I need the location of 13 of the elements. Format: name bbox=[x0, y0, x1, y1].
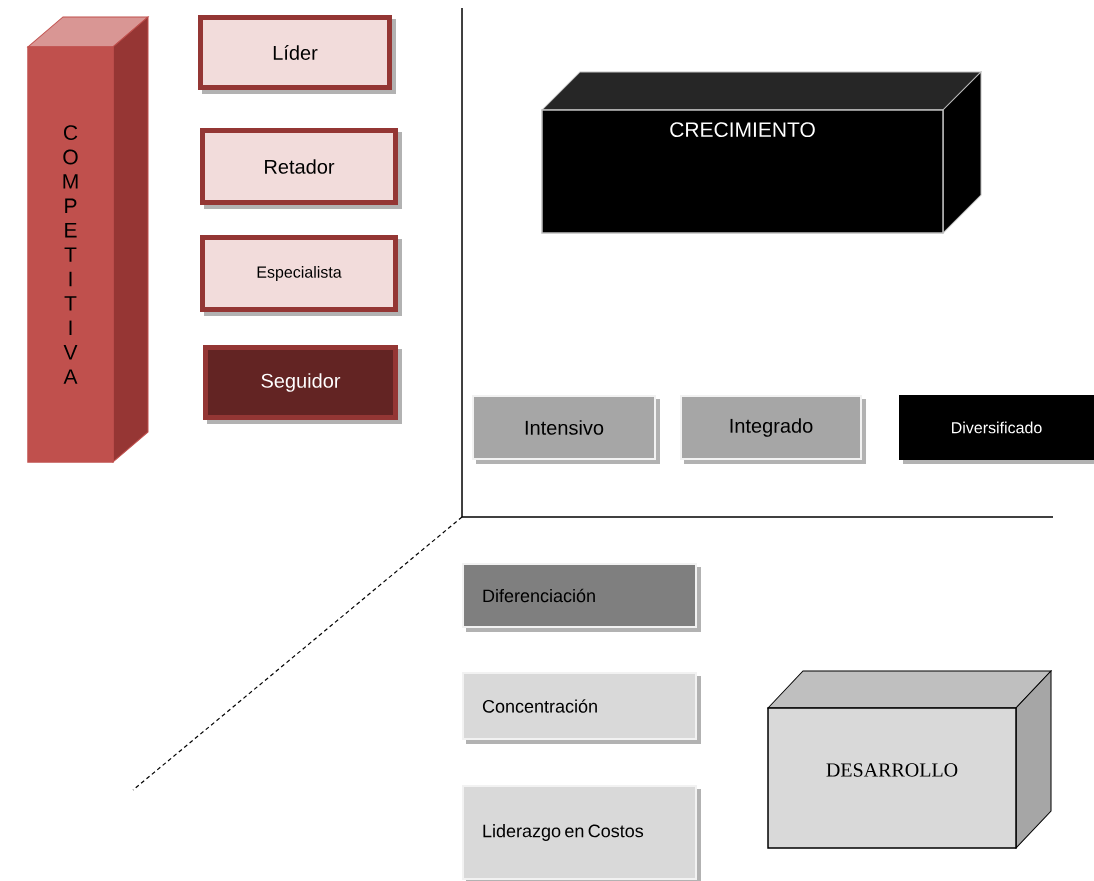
label-box: Diferenciación bbox=[462, 563, 701, 632]
label-box: Integrado bbox=[680, 395, 866, 464]
label-box: Diversificado bbox=[899, 395, 1094, 464]
label-box: Especialista bbox=[200, 235, 402, 316]
label-box: Concentración bbox=[462, 672, 701, 744]
cube-box: COMPETITIVA bbox=[27, 16, 149, 463]
cube-box: DESARROLLO bbox=[767, 670, 1052, 849]
label-box: Seguidor bbox=[203, 345, 402, 424]
label-box: Retador bbox=[200, 128, 402, 209]
label-box: Intensivo bbox=[472, 395, 660, 464]
label-box: Liderazgo en Costos bbox=[462, 785, 701, 881]
label-box: Líder bbox=[198, 15, 396, 94]
cube-box: CRECIMIENTO bbox=[541, 71, 982, 234]
